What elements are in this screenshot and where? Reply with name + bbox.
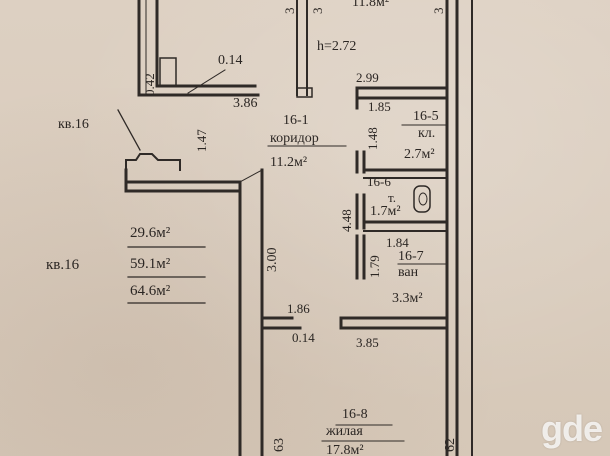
dim-014-top: 0.14 xyxy=(218,53,243,68)
toilet-bowl xyxy=(418,192,428,206)
dim-179: 1.79 xyxy=(367,255,382,278)
dim-186: 1.86 xyxy=(287,301,310,316)
summary-total-with-balcony: 64.6м² xyxy=(130,283,171,299)
dim-147: 1.47 xyxy=(194,129,209,152)
pantry-number: 16-5 xyxy=(413,109,439,124)
bath-area: 3.3м² xyxy=(392,291,423,306)
pantry-name: кл. xyxy=(418,126,436,141)
neighbor-top-label: кв.16 xyxy=(58,117,89,132)
living-area: 17.8м² xyxy=(326,443,364,456)
corridor-number: 16-1 xyxy=(283,113,309,128)
top-dim-right: 3 xyxy=(431,7,446,15)
corridor-area: 11.2м² xyxy=(270,155,308,170)
dim-185: 1.85 xyxy=(368,99,391,114)
dim-042: 0.42 xyxy=(142,73,157,96)
neighbor-left-label: кв.16 xyxy=(46,257,80,273)
summary-living-area: 29.6м² xyxy=(130,225,171,241)
dim-62: 62 xyxy=(443,438,458,452)
entrance-threshold xyxy=(125,153,181,171)
leader-014-top xyxy=(187,69,226,94)
bath-number: 16-7 xyxy=(398,249,424,264)
chimney-block xyxy=(159,57,177,87)
ceiling-height: h=2.72 xyxy=(317,39,357,54)
dim-448: 4.48 xyxy=(339,209,354,232)
dim-63: 63 xyxy=(272,438,287,452)
dim-300: 3.00 xyxy=(265,247,280,273)
summary-total-area: 59.1м² xyxy=(130,256,171,272)
partition-top-center-cap xyxy=(296,87,313,98)
leader-kv16-top xyxy=(117,109,141,151)
bath-name: ван xyxy=(398,265,419,280)
dim-386: 3.86 xyxy=(233,96,258,111)
living-name: жилая xyxy=(326,424,363,439)
top-dim-mid: 3 xyxy=(310,7,325,15)
dim-148: 1.48 xyxy=(365,127,380,150)
toilet-number: 16-6 xyxy=(367,174,391,189)
pantry-area: 2.7м² xyxy=(404,147,435,162)
top-dim-left: 3 xyxy=(282,7,297,15)
toilet-fixture xyxy=(413,185,431,213)
living-number: 16-8 xyxy=(342,407,368,422)
corridor-name: коридор xyxy=(270,131,319,146)
dim-385: 3.85 xyxy=(356,335,379,350)
toilet-area: 1.7м² xyxy=(370,204,401,219)
wall-corner-join xyxy=(239,169,263,183)
top-room-area: 11.8м² xyxy=(352,0,390,10)
watermark-logo: gde xyxy=(540,408,603,449)
toilet-name: т. xyxy=(388,190,396,205)
dim-299: 2.99 xyxy=(356,70,379,85)
dim-014-bottom: 0.14 xyxy=(292,330,315,345)
dim-184: 1.84 xyxy=(386,235,409,250)
